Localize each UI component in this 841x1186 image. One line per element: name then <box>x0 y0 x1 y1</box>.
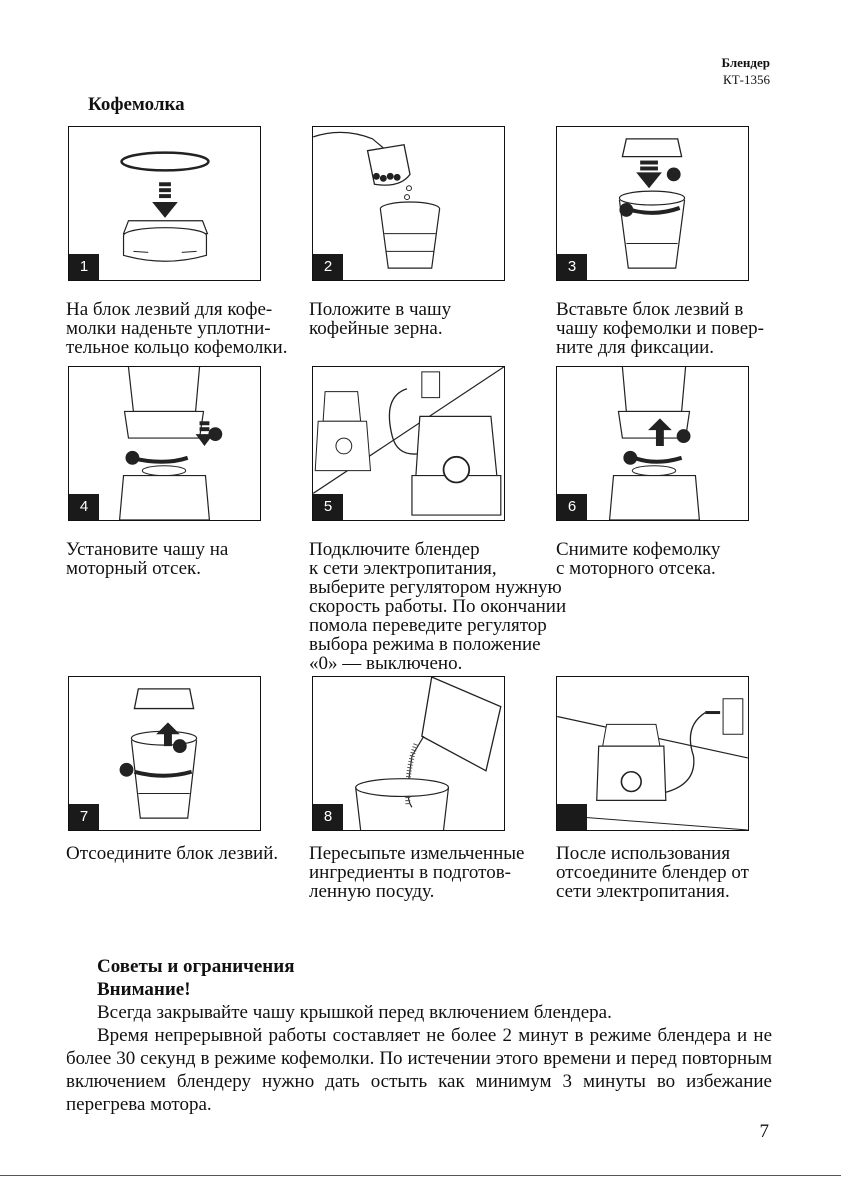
step-1-illustration: 1 <box>68 126 261 281</box>
step-8-illustration: 8 <box>312 676 505 831</box>
bottom-rule <box>0 1175 841 1176</box>
step-number: 6 <box>557 494 587 520</box>
tips-paragraph-2: Время непрерывной работы составляет не б… <box>66 1024 772 1116</box>
step-number: 7 <box>69 804 99 830</box>
step-8-caption: Пересыпьте измельченные ингредиенты в по… <box>309 844 524 901</box>
step-7-caption: Отсоедините блок лезвий. <box>66 844 278 863</box>
step-9-caption: После использования отсоедините блендер … <box>556 844 749 901</box>
page-number: 7 <box>760 1121 770 1143</box>
step-7-illustration: 7 <box>68 676 261 831</box>
header-product: Блендер <box>721 54 770 71</box>
step-9-illustration <box>556 676 749 831</box>
step-2-illustration: 2 <box>312 126 505 281</box>
step-number: 2 <box>313 254 343 280</box>
step-3-caption: Вставьте блок лезвий в чашу кофемолки и … <box>556 300 764 357</box>
tips-paragraph-1: Всегда закрывайте чашу крышкой перед вкл… <box>66 1001 772 1024</box>
step-number: 8 <box>313 804 343 830</box>
step-number: 5 <box>313 494 343 520</box>
step-number: 4 <box>69 494 99 520</box>
step-number: 3 <box>557 254 587 280</box>
step-6-caption: Снимите кофемолку с моторного отсека. <box>556 540 720 578</box>
header-model: КТ-1356 <box>721 71 770 88</box>
step-5-illustration: 5 <box>312 366 505 521</box>
step-number: 1 <box>69 254 99 280</box>
step-1-caption: На блок лезвий для кофе- молки наденьте … <box>66 300 287 357</box>
tips-section: Советы и ограничения Внимание! Всегда за… <box>66 955 772 1116</box>
tips-title: Советы и ограничения <box>66 955 772 978</box>
section-title: Кофемолка <box>88 94 185 116</box>
page-header: Блендер КТ-1356 <box>721 54 770 88</box>
step-number <box>557 804 587 830</box>
step-4-illustration: 4 <box>68 366 261 521</box>
step-2-caption: Положите в чашу кофейные зерна. <box>309 300 451 338</box>
step-6-illustration: 6 <box>556 366 749 521</box>
step-3-illustration: 3 <box>556 126 749 281</box>
step-5-caption: Подключите блендер к сети электропитания… <box>309 540 566 673</box>
step-4-caption: Установите чашу на моторный отсек. <box>66 540 228 578</box>
warning-heading: Внимание! <box>66 978 772 1001</box>
